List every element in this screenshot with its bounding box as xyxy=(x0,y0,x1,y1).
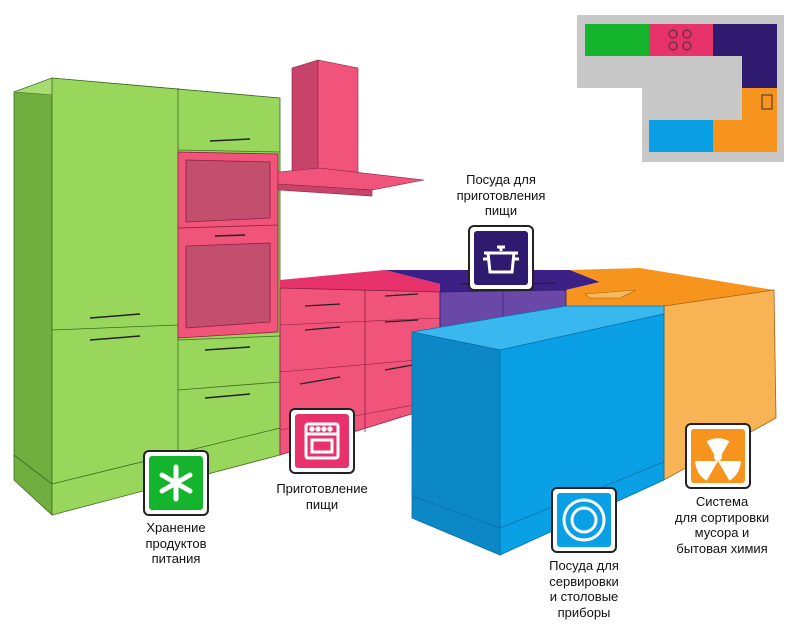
cabinet-side-panel xyxy=(13,77,53,516)
plate-icon xyxy=(562,498,606,542)
waste-zone-label: Система для сортировки мусора и бытовая … xyxy=(674,494,770,556)
floorplan-serving-cell xyxy=(649,120,713,152)
floorplan-storage-cell xyxy=(585,24,649,56)
floorplan-hob-icon xyxy=(668,29,692,51)
floorplan-cookware-cell xyxy=(713,24,777,88)
radiation-icon xyxy=(695,438,741,481)
serving-zone-label: Посуда для сервировки и столовые приборы xyxy=(549,558,619,620)
serving-zone-badge xyxy=(551,487,617,553)
oven-icon xyxy=(304,422,340,460)
floorplan-cooking-cell xyxy=(649,24,713,56)
snowflake-icon xyxy=(159,464,193,502)
serving-island xyxy=(411,305,665,556)
floorplan-waste-cell xyxy=(713,120,777,152)
island-front xyxy=(499,313,665,556)
storage-zone-label: Хранение продуктов питания xyxy=(145,520,207,566)
cookware-badge-fill xyxy=(474,231,528,285)
countertop-pink xyxy=(280,270,440,292)
cookware-zone-badge xyxy=(468,225,534,291)
floorplan xyxy=(577,15,784,162)
cookware-zone-label: Посуда для приготовления пищи xyxy=(456,172,546,218)
cooking-zone-label: Приготовление пищи xyxy=(276,481,368,512)
floorplan-waste-vertical-cell xyxy=(742,88,777,120)
storage-zone-badge xyxy=(143,450,209,516)
island-side xyxy=(411,331,501,556)
waste-zone-badge xyxy=(685,423,751,489)
cooking-zone-badge xyxy=(289,408,355,474)
pot-icon xyxy=(483,245,519,274)
cooker-hood xyxy=(277,59,425,197)
tall-cabinet-block xyxy=(13,77,281,516)
